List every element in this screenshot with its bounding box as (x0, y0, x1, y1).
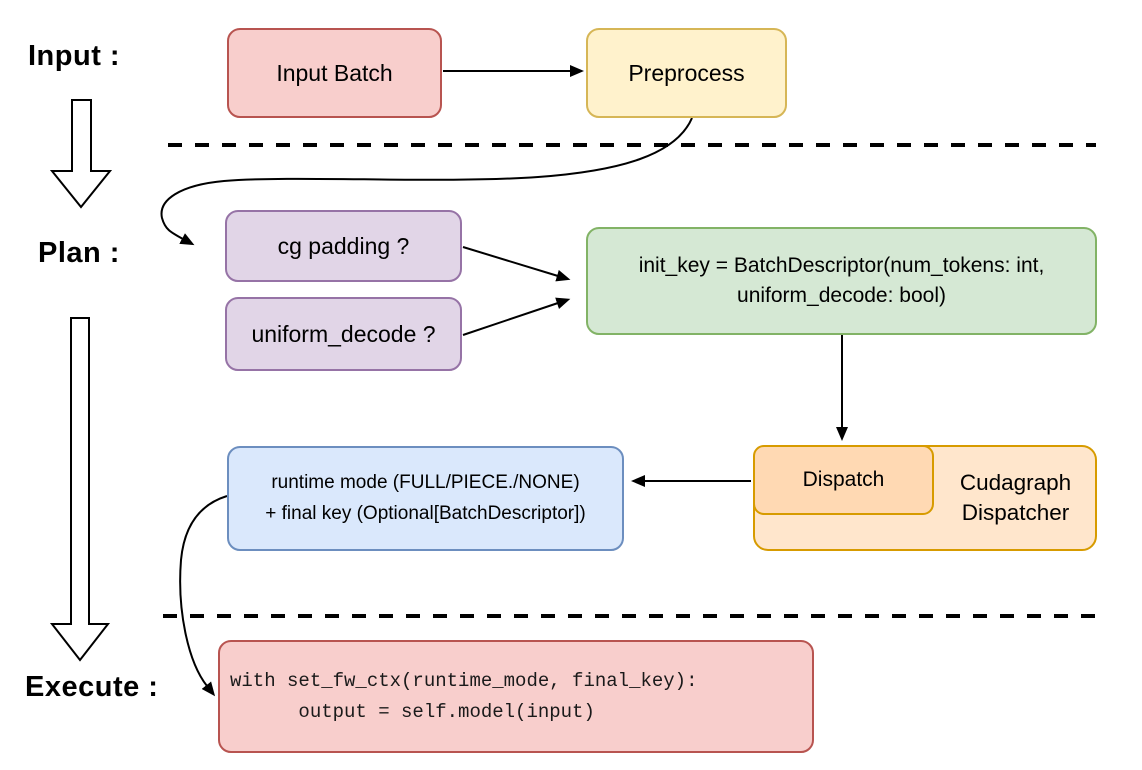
uniform-decode-node: uniform_decode ? (225, 297, 462, 371)
init-key-line1: init_key = BatchDescriptor(num_tokens: i… (638, 253, 1045, 277)
input-batch-node: Input Batch (227, 28, 442, 118)
down-arrow-input-plan (49, 99, 113, 209)
execute-code-node: with set_fw_ctx(runtime_mode, final_key)… (218, 640, 814, 753)
arrow-runtime-execute (179, 495, 228, 697)
arrow-preprocess-cgpadding (160, 117, 693, 246)
init-key-line2: uniform_decode: bool) (737, 284, 946, 307)
preprocess-node: Preprocess (586, 28, 787, 118)
cudagraph-dispatcher-line1: Cudagraph (959, 470, 1072, 496)
arrow-cgpadding-initkey (462, 246, 571, 282)
cudagraph-dispatcher-label: Cudagraph Dispatcher (934, 445, 1097, 551)
down-arrow-plan-execute (49, 317, 111, 662)
runtime-mode-line1: runtime mode (FULL/PIECE./NONE) (271, 472, 580, 494)
cg-padding-node: cg padding ? (225, 210, 462, 282)
dispatch-node: Dispatch (753, 445, 934, 515)
stage-label-input: Input : (28, 40, 121, 72)
execute-code-line1: with set_fw_ctx(runtime_mode, final_key)… (230, 670, 698, 693)
runtime-mode-line2: + final key (Optional[BatchDescriptor]) (265, 502, 586, 524)
runtime-mode-node: runtime mode (FULL/PIECE./NONE) + final … (227, 446, 624, 551)
init-key-node: init_key = BatchDescriptor(num_tokens: i… (586, 227, 1097, 335)
stage-label-plan: Plan : (38, 237, 120, 269)
stage-label-execute: Execute : (25, 671, 159, 703)
arrow-uniformdecode-initkey (462, 297, 571, 336)
cudagraph-dispatcher-line2: Dispatcher (961, 500, 1070, 525)
execute-code-line2: output = self.model(input) (230, 700, 595, 723)
